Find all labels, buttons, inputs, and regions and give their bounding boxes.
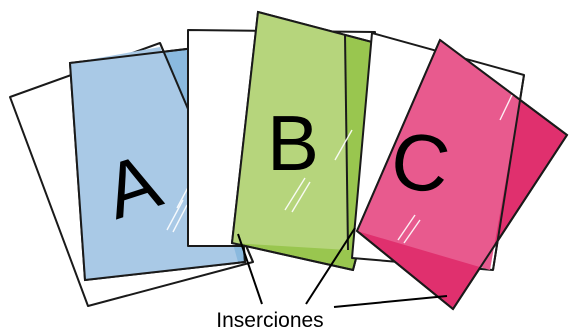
letter-b: B bbox=[267, 99, 319, 187]
insert-sheet-a-outline bbox=[68, 42, 247, 282]
insert-sheet-c-outline bbox=[355, 38, 569, 311]
caption-inserciones: Inserciones bbox=[216, 309, 323, 331]
callout-line-c bbox=[333, 295, 448, 308]
sheet-group-c: C bbox=[351, 32, 569, 311]
glare-c bbox=[397, 94, 513, 244]
callout-line-b bbox=[305, 227, 356, 305]
glare-b bbox=[284, 129, 353, 213]
callout-line-a bbox=[237, 233, 263, 305]
letter-c: C bbox=[386, 114, 456, 210]
insert-sheet-b-outline bbox=[230, 10, 412, 272]
callout-lines bbox=[237, 227, 448, 308]
white-sheet-b-overlay-edge bbox=[344, 34, 349, 251]
insert-sheet-c-light bbox=[357, 40, 520, 270]
white-sheet-c-overlay-edge bbox=[492, 74, 525, 271]
glare-a bbox=[54, 123, 193, 233]
insert-sheet-b-light bbox=[232, 12, 348, 250]
